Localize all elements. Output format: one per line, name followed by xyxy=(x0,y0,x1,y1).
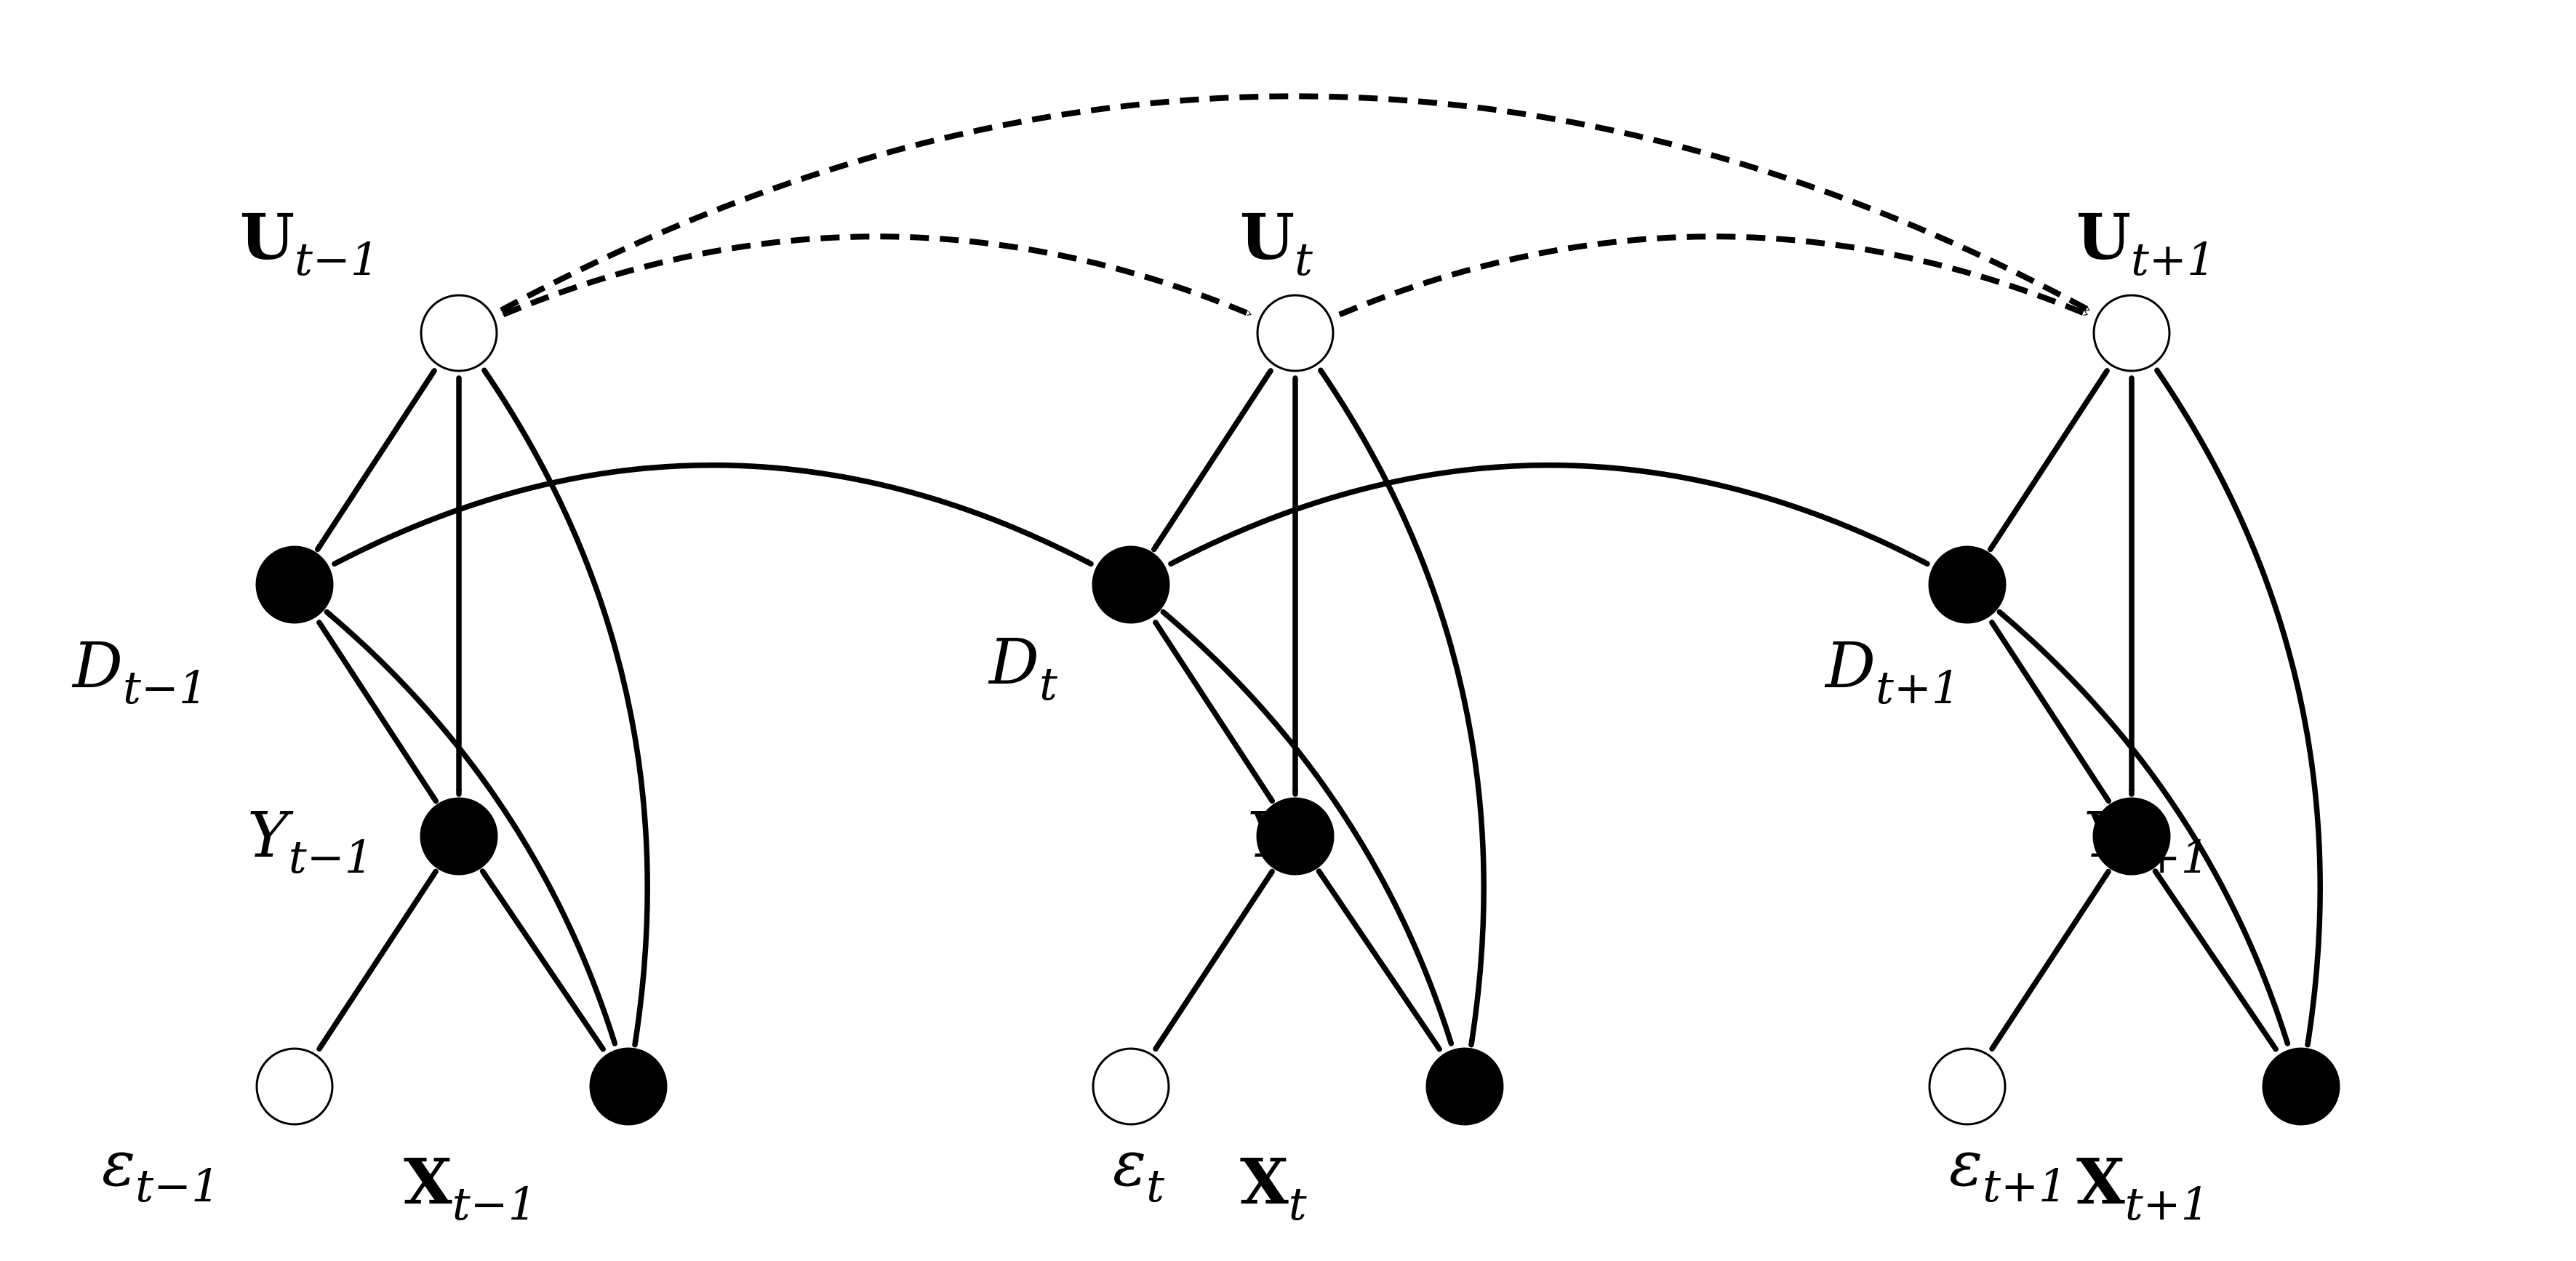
edge-D-to-Y-period-2 xyxy=(1153,620,1276,804)
edge-X-to-Y-period-2 xyxy=(1316,868,1442,1052)
edge-D-to-Y-period-1 xyxy=(316,620,439,804)
label-U-subscript: t+1 xyxy=(2131,233,2215,286)
node-Y-period-1 xyxy=(420,797,498,876)
label-Y-subscript: t−1 xyxy=(289,830,373,884)
label-X-period-1: Xt−1 xyxy=(404,1145,537,1230)
label-eps-base: ε xyxy=(102,1128,135,1201)
label-X-base: X xyxy=(2076,1145,2125,1219)
label-Y-period-1: Yt−1 xyxy=(247,799,373,884)
label-X-subscript: t xyxy=(1289,1177,1307,1230)
edge-X-to-D-period-1 xyxy=(324,609,618,1046)
edge-U-to-D-period-1 xyxy=(314,368,437,553)
label-U-base: U xyxy=(1240,201,1295,274)
label-eps-base: ε xyxy=(1949,1128,1983,1201)
label-D-period-3: Dt+1 xyxy=(1824,630,1960,714)
label-eps-subscript: t−1 xyxy=(135,1159,220,1212)
label-U-period-3: Ut+1 xyxy=(2076,201,2215,286)
edge-U-to-X-period-3 xyxy=(2154,367,2323,1048)
label-eps-period-3: εt+1 xyxy=(1949,1128,2067,1212)
label-X-subscript: t+1 xyxy=(2125,1177,2209,1230)
node-X-period-3 xyxy=(2262,1047,2340,1126)
edge-X-to-D-period-2 xyxy=(1160,609,1455,1046)
node-Y-period-2 xyxy=(1256,797,1335,876)
node-D-period-1 xyxy=(255,545,334,624)
edges-layer xyxy=(314,93,2323,1052)
label-Y-base: Y xyxy=(247,799,294,872)
label-U-period-1: Ut−1 xyxy=(240,201,379,286)
node-eps-period-1 xyxy=(255,1047,334,1126)
node-U-period-3 xyxy=(2092,294,2171,372)
node-D-period-2 xyxy=(1092,545,1170,624)
node-U-period-1 xyxy=(420,294,498,372)
edge-U-to-D-period-2 xyxy=(1151,368,1273,553)
edge-D-cross-period-1 xyxy=(332,462,1094,567)
node-X-period-1 xyxy=(589,1047,668,1126)
node-eps-period-2 xyxy=(1092,1047,1170,1126)
label-X-period-3: Xt+1 xyxy=(2076,1145,2209,1230)
label-D-base: D xyxy=(1824,630,1876,702)
label-D-base: D xyxy=(988,626,1039,699)
label-D-subscript: t xyxy=(1039,657,1057,710)
edge-eps-to-Y-period-3 xyxy=(1989,868,2111,1052)
label-Y-period-2: Yt xyxy=(1247,799,1307,884)
label-X-period-2: Xt xyxy=(1240,1145,1307,1230)
label-D-base: D xyxy=(71,630,123,702)
label-X-subscript: t−1 xyxy=(452,1177,537,1230)
label-Y-base: Y xyxy=(2084,799,2130,872)
label-Y-period-3: Yt+1 xyxy=(2084,799,2209,884)
label-U-subscript: t xyxy=(1295,233,1313,286)
label-eps-period-1: εt−1 xyxy=(102,1128,220,1212)
edge-D-cross-period-2 xyxy=(1168,462,1930,567)
label-eps-period-2: εt xyxy=(1113,1128,1164,1212)
edge-U-to-X-period-2 xyxy=(1318,367,1487,1048)
edge-U-to-X-period-1 xyxy=(481,367,650,1048)
label-U-base: U xyxy=(2076,201,2131,274)
edge-X-to-Y-period-3 xyxy=(2152,868,2279,1052)
node-eps-period-3 xyxy=(1928,1047,2007,1126)
label-eps-base: ε xyxy=(1113,1128,1146,1201)
label-eps-subscript: t xyxy=(1146,1159,1164,1212)
nodes-layer xyxy=(255,294,2340,1126)
label-D-period-2: Dt xyxy=(988,626,1057,710)
edge-U-bidirected-1 xyxy=(502,233,1252,318)
edge-X-to-Y-period-1 xyxy=(479,868,606,1052)
label-U-base: U xyxy=(240,201,295,274)
label-D-period-1: Dt−1 xyxy=(71,630,207,714)
node-Y-period-3 xyxy=(2092,797,2171,876)
edge-D-to-Y-period-3 xyxy=(1989,620,2112,804)
edge-U-bidirected-2 xyxy=(1338,233,2089,318)
node-X-period-2 xyxy=(1425,1047,1504,1126)
edge-U-to-D-period-3 xyxy=(1987,368,2110,553)
label-U-period-2: Ut xyxy=(1240,201,1313,286)
label-D-subscript: t+1 xyxy=(1876,661,1960,714)
label-Y-subscript: t+1 xyxy=(2125,830,2209,884)
edge-eps-to-Y-period-1 xyxy=(316,868,439,1052)
label-U-subscript: t−1 xyxy=(295,233,379,286)
node-U-period-2 xyxy=(1256,294,1335,372)
label-eps-subscript: t+1 xyxy=(1983,1159,2067,1212)
label-Y-base: Y xyxy=(1247,799,1294,872)
label-D-subscript: t−1 xyxy=(123,661,207,714)
edge-eps-to-Y-period-2 xyxy=(1153,868,1275,1052)
edge-X-to-D-period-3 xyxy=(1996,609,2291,1046)
label-X-base: X xyxy=(404,1145,452,1219)
label-X-base: X xyxy=(1240,1145,1289,1219)
label-Y-subscript: t xyxy=(1289,830,1307,884)
node-D-period-3 xyxy=(1928,545,2007,624)
